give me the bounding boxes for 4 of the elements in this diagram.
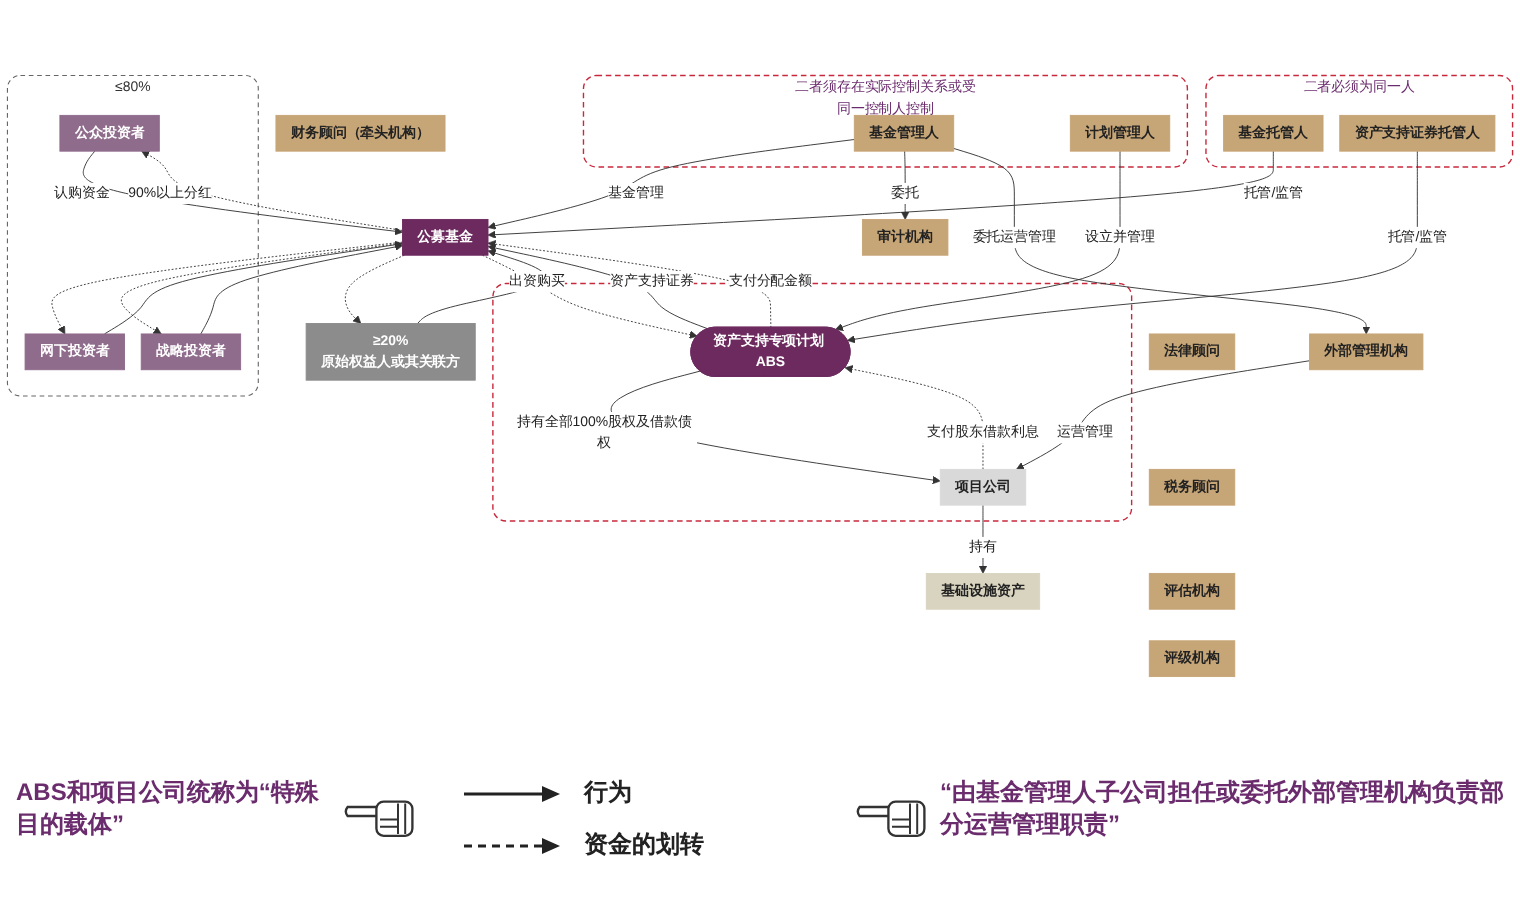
legend-label: 行为 (584, 776, 632, 810)
legend-label: 资金的划转 (584, 828, 704, 862)
note-text: ABS和项目公司统称为“特殊目的载体” (16, 776, 321, 841)
note-text: “由基金管理人子公司担任或委托外部管理机构负责部分运营管理职责” (940, 776, 1504, 841)
